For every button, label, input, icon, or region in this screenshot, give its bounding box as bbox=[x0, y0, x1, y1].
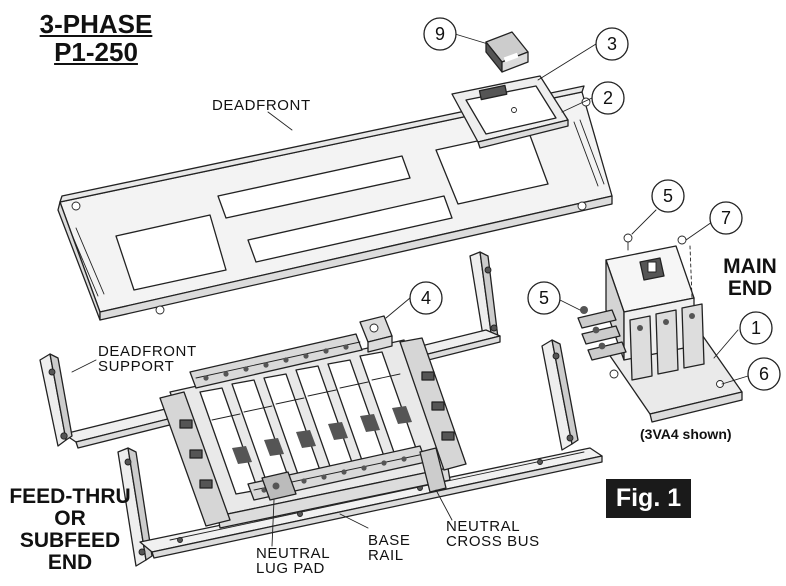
title-line-1: 3-PHASE bbox=[39, 9, 153, 39]
title-line-2: P1-250 bbox=[54, 37, 138, 67]
part-9-block bbox=[485, 31, 529, 73]
callout-6: 6 bbox=[747, 357, 781, 391]
base-rail-label-line-1: BASE bbox=[368, 532, 411, 549]
feed-thru-label-line-4: END bbox=[47, 551, 93, 574]
callout-4-number: 4 bbox=[421, 288, 431, 308]
callout-5-top-number: 5 bbox=[663, 186, 673, 206]
bus-assembly bbox=[159, 315, 467, 529]
deadfront-panel bbox=[57, 85, 613, 321]
neutral-lug-pad-label-line-2: LUG PAD bbox=[256, 560, 325, 577]
deadfront-support-label-line-1: DEADFRONT bbox=[98, 343, 197, 360]
base-rail-label-line-2: RAIL bbox=[368, 547, 404, 564]
feed-thru-label-line-2: OR bbox=[54, 507, 86, 530]
callout-3-number: 3 bbox=[607, 34, 617, 54]
callout-9: 9 bbox=[423, 17, 457, 51]
neutral-cross-bus bbox=[419, 447, 447, 493]
callout-1-number: 1 bbox=[751, 318, 761, 338]
callout-2: 2 bbox=[591, 81, 625, 115]
main-end-label-line-1: MAIN bbox=[723, 255, 777, 278]
deadfront-opening-left bbox=[115, 214, 227, 291]
breaker-note: (3VA4 shown) bbox=[640, 426, 732, 442]
part-4-block bbox=[359, 315, 393, 353]
main-breaker-assembly bbox=[577, 233, 743, 423]
base-rail bbox=[139, 447, 603, 559]
trim-ring bbox=[451, 75, 569, 149]
feed-thru-label-line-3: SUBFEED bbox=[19, 529, 121, 552]
callout-5-left-number: 5 bbox=[539, 288, 549, 308]
diagram-title: 3-PHASE P1-250 bbox=[34, 10, 158, 66]
callout-6-number: 6 bbox=[759, 364, 769, 384]
main-end-label-line-2: END bbox=[727, 277, 773, 300]
feed-thru-end-label: FEED-THRU OR SUBFEED END bbox=[8, 486, 132, 574]
neutral-lug-pad-label: NEUTRAL LUG PAD bbox=[256, 546, 330, 576]
deadfront-support-right-front bbox=[541, 339, 579, 451]
neutral-cross-bus-label-line-1: NEUTRAL bbox=[446, 518, 521, 535]
neutral-lug-pad-label-line-1: NEUTRAL bbox=[256, 545, 331, 562]
deadfront-label: DEADFRONT bbox=[212, 97, 311, 114]
callout-5-left: 5 bbox=[527, 281, 561, 315]
feed-thru-label-line-1: FEED-THRU bbox=[9, 485, 131, 508]
callout-4: 4 bbox=[409, 281, 443, 315]
callout-3: 3 bbox=[595, 27, 629, 61]
figure-badge: Fig. 1 bbox=[606, 479, 691, 518]
deadfront-opening-lower-middle bbox=[247, 195, 453, 263]
callout-2-number: 2 bbox=[603, 88, 613, 108]
leader-lines bbox=[71, 33, 749, 547]
deadfront-support-label-line-2: SUPPORT bbox=[98, 358, 175, 375]
callout-5-top: 5 bbox=[651, 179, 685, 213]
deadfront-support-left bbox=[39, 353, 73, 447]
callout-7: 7 bbox=[709, 201, 743, 235]
bus-bar-fingers bbox=[199, 351, 419, 495]
callout-7-number: 7 bbox=[721, 208, 731, 228]
main-end-label: MAIN END bbox=[716, 256, 784, 300]
base-rail-label: BASE RAIL bbox=[368, 533, 410, 563]
neutral-cross-bus-label-line-2: CROSS BUS bbox=[446, 533, 540, 550]
neutral-lug-pad bbox=[261, 471, 297, 501]
deadfront-opening-upper-middle bbox=[217, 155, 411, 219]
callout-1: 1 bbox=[739, 311, 773, 345]
callout-9-number: 9 bbox=[435, 24, 445, 44]
neutral-bar-rear bbox=[189, 333, 363, 389]
deadfront-support-left-front bbox=[117, 447, 153, 567]
deadfront-support-label: DEADFRONT SUPPORT bbox=[98, 344, 197, 374]
neutral-cross-bus-label: NEUTRAL CROSS BUS bbox=[446, 519, 540, 549]
